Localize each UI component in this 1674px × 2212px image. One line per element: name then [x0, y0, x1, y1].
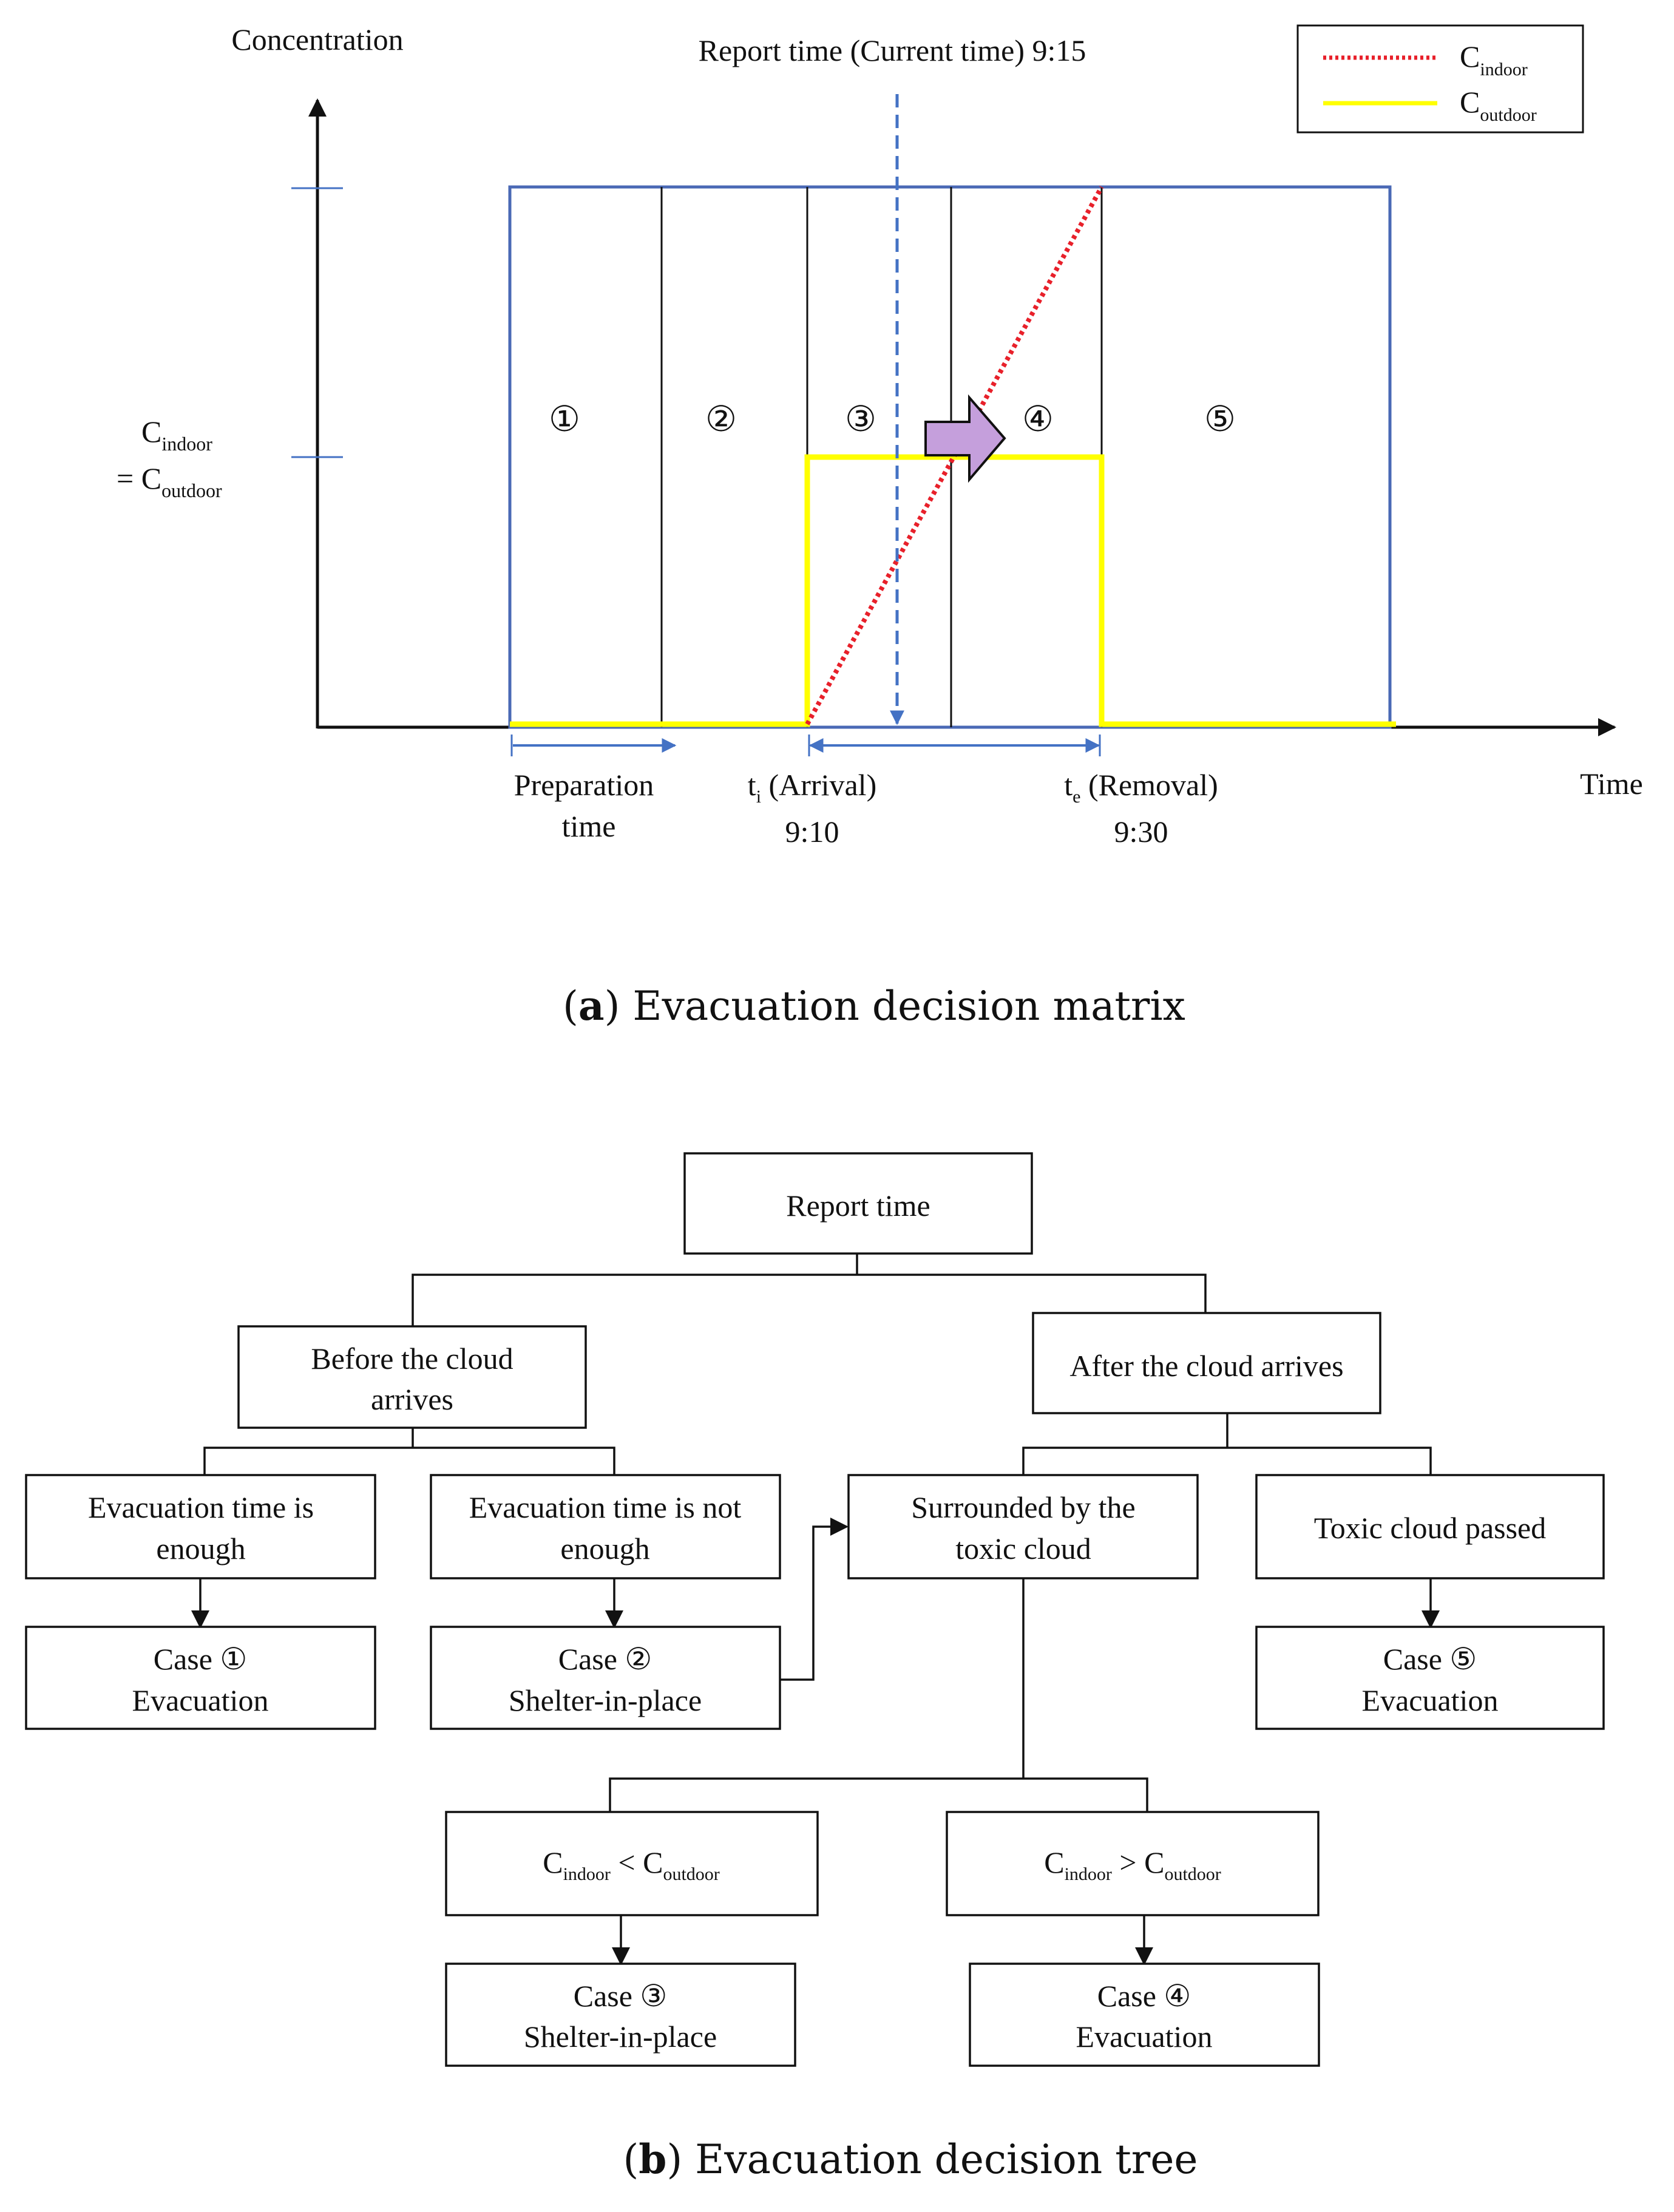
cloud-passed-label: Toxic cloud passed	[1314, 1511, 1547, 1545]
caption-a: (a) Evacuation decision matrix	[563, 982, 1185, 1030]
time-enough-label-2: enough	[156, 1532, 245, 1566]
surrounded-label-2: toxic cloud	[955, 1532, 1091, 1566]
connector	[1022, 1447, 1432, 1493]
before-cloud-label-1: Before the cloud	[311, 1342, 513, 1376]
cond-higher-label: Cindoor > Coutdoor	[1044, 1845, 1221, 1884]
case4-label-2: Evacuation	[1076, 2020, 1213, 2054]
decision-matrix: Concentration Time Cindoor = Coutdoor Re…	[117, 22, 1643, 849]
surrounded-label-1: Surrounded by the	[911, 1490, 1135, 1524]
equal-label-line2: = Coutdoor	[117, 461, 222, 501]
transition-arrow-icon	[924, 394, 1006, 483]
zone-5-label: ⑤	[1204, 399, 1236, 439]
cloud-passed-box	[1255, 1474, 1605, 1579]
outdoor-concentration-line	[510, 454, 1396, 727]
time-enough-box	[25, 1474, 376, 1579]
time-enough-label-1: Evacuation time is	[88, 1490, 314, 1524]
legend-indoor-label: Cindoor	[1460, 39, 1528, 80]
legend-box	[1296, 24, 1584, 134]
time-not-enough-box	[430, 1474, 781, 1579]
preparation-time-label-2: time	[562, 809, 616, 843]
case5-label-2: Evacuation	[1362, 1683, 1499, 1717]
preparation-time-label: Preparation	[514, 768, 654, 802]
removal-label: te (Removal)	[1064, 768, 1218, 807]
case1-box	[25, 1626, 376, 1730]
case4-label-1: Case ④	[1097, 1979, 1191, 2013]
connector	[412, 1274, 1207, 1326]
case3-label-1: Case ③	[574, 1979, 668, 2013]
case1-label-2: Evacuation	[132, 1683, 269, 1717]
time-not-enough-label-2: enough	[560, 1532, 649, 1566]
case2-box	[430, 1626, 781, 1730]
decision-tree: Report time Before the cloud arrives Aft…	[25, 1152, 1605, 2067]
equal-label-line1: Cindoor	[141, 415, 212, 455]
before-cloud-box	[237, 1325, 587, 1429]
after-cloud-label: After the cloud arrives	[1069, 1349, 1343, 1383]
x-axis-label: Time	[1580, 767, 1643, 801]
root-label: Report time	[786, 1189, 930, 1223]
after-cloud-box	[1032, 1312, 1381, 1414]
case2-label-2: Shelter-in-place	[509, 1683, 702, 1717]
cond-lower-box	[445, 1811, 819, 1916]
case4-box	[969, 1963, 1320, 2067]
case5-box	[1255, 1626, 1605, 1730]
before-cloud-label-2: arrives	[371, 1382, 453, 1416]
removal-time: 9:30	[1114, 815, 1168, 849]
arrival-time: 9:10	[785, 815, 839, 849]
cond-higher-box	[946, 1811, 1320, 1916]
zone-2-label: ②	[705, 399, 737, 439]
caption-b: (b) Evacuation decision tree	[623, 2136, 1198, 2183]
surrounded-box	[847, 1474, 1199, 1579]
case3-box	[445, 1963, 796, 2067]
legend: Cindoor Coutdoor	[1296, 24, 1584, 134]
zone-4-label: ④	[1022, 399, 1054, 439]
y-axis-label: Concentration	[231, 22, 403, 56]
case1-label-1: Case ①	[154, 1642, 248, 1676]
legend-outdoor-label: Coutdoor	[1460, 85, 1537, 125]
root-box	[683, 1152, 1033, 1255]
case2-label-1: Case ②	[558, 1642, 652, 1676]
zone-1-label: ①	[549, 399, 580, 439]
report-time-label: Report time (Current time) 9:15	[699, 33, 1086, 67]
time-not-enough-label-1: Evacuation time is not	[469, 1490, 742, 1524]
matrix-frame	[508, 185, 1392, 729]
cond-lower-label: Cindoor < Coutdoor	[543, 1845, 720, 1884]
arrival-label: ti (Arrival)	[748, 768, 876, 807]
connector	[203, 1447, 615, 1493]
zone-3-label: ③	[845, 399, 876, 439]
case3-label-2: Shelter-in-place	[524, 2020, 717, 2054]
case5-label-1: Case ⑤	[1383, 1642, 1477, 1676]
arrow-case2-to-surrounded	[780, 1518, 849, 1681]
connector	[609, 1777, 1148, 1818]
